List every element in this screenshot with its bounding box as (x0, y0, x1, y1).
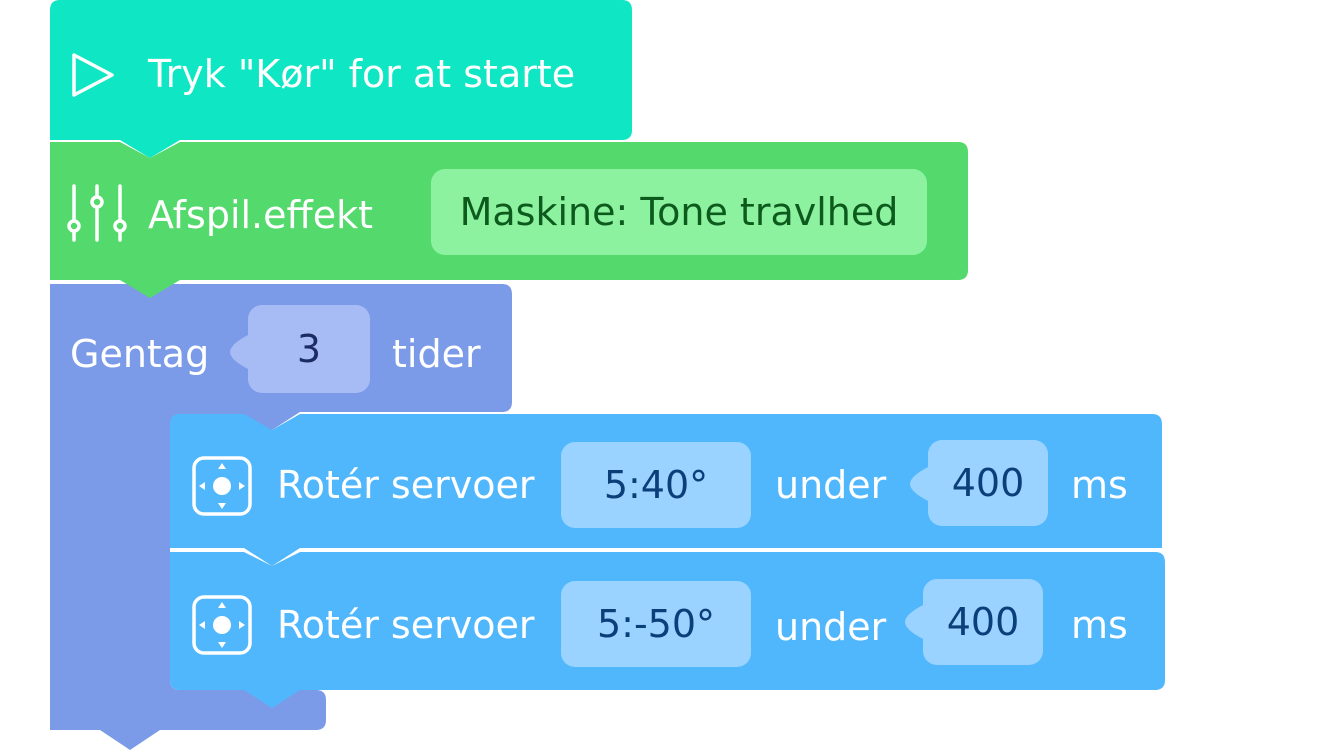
servo-angle-value: 5:-50° (596, 602, 716, 646)
servo-duration-value: 400 (951, 461, 1025, 505)
sound-label: Afspil.effekt (148, 193, 373, 237)
servo-under-label: under (775, 605, 887, 649)
servo-duration-value: 400 (946, 600, 1020, 644)
repeat-count-input[interactable]: 3 (248, 305, 370, 393)
servo-label: Rotér servoer (277, 463, 535, 507)
servo-duration-input[interactable]: 400 (923, 579, 1043, 665)
servo-duration-input[interactable]: 400 (928, 440, 1048, 526)
servo-angle-input[interactable]: 5:-50° (561, 581, 751, 667)
repeat-count-value: 3 (296, 327, 322, 371)
servo-icon (192, 595, 252, 655)
servo-under-label: under (775, 463, 887, 507)
repeat-label: Gentag (70, 332, 210, 376)
servo-unit-label: ms (1071, 603, 1128, 647)
servo-icon (192, 456, 252, 516)
servo-angle-value: 5:40° (603, 463, 709, 507)
equalizer-icon (67, 184, 127, 242)
servo-label: Rotér servoer (277, 603, 535, 647)
sound-effect-value: Maskine: Tone travlhed (459, 190, 899, 234)
sound-effect-dropdown[interactable]: Maskine: Tone travlhed (431, 169, 927, 255)
repeat-times-label: tider (392, 332, 481, 376)
servo-angle-input[interactable]: 5:40° (561, 442, 751, 528)
start-label: Tryk "Kør" for at starte (148, 52, 576, 96)
servo-unit-label: ms (1071, 463, 1128, 507)
play-icon (72, 53, 114, 97)
